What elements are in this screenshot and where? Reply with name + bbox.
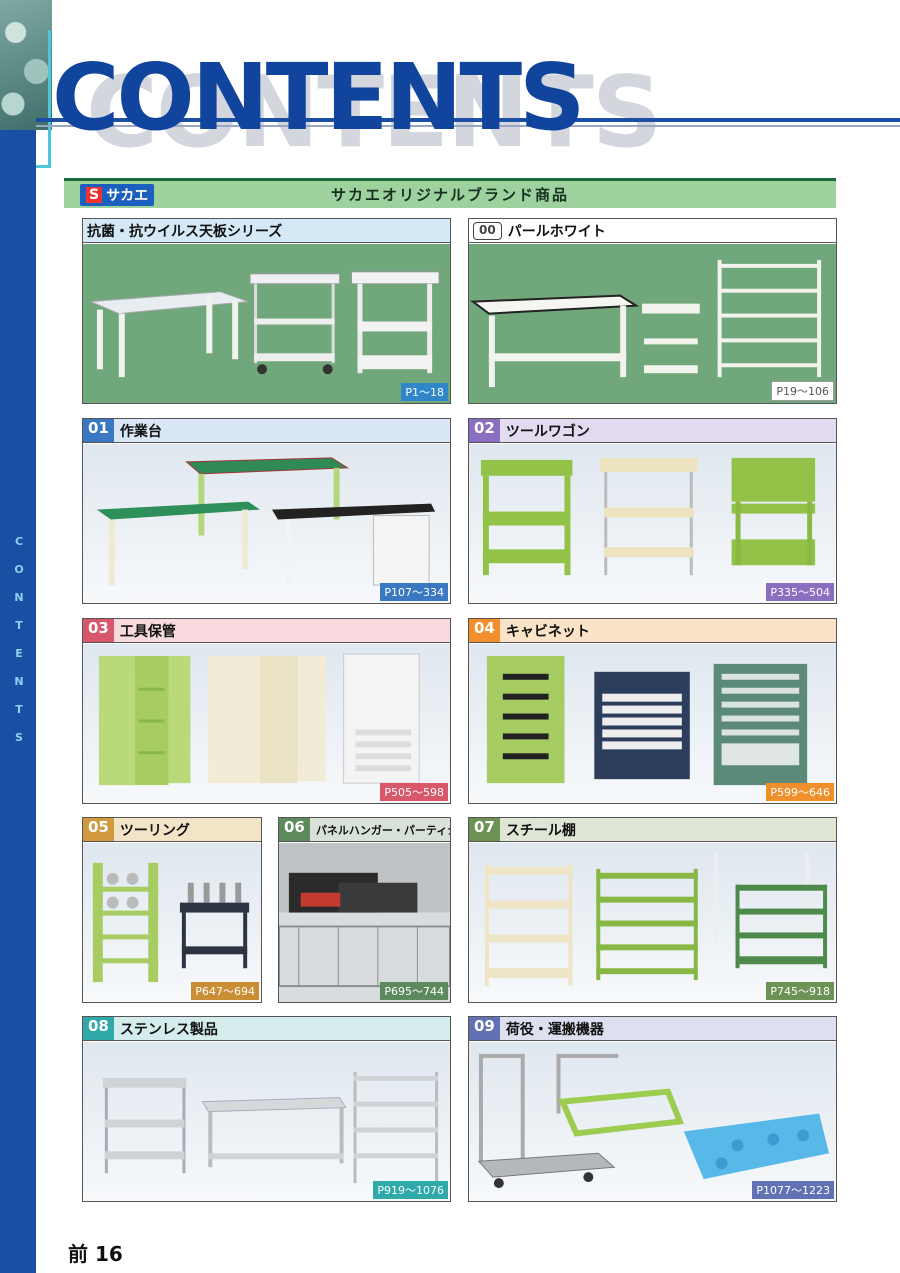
section-pearl-white[interactable]: 00 パールホワイト P19～106 (468, 218, 837, 404)
page-range-badge[interactable]: P745～918 (766, 982, 834, 1000)
header-accent-foot (36, 165, 50, 168)
section-header: 02 ツールワゴン (469, 419, 836, 443)
section-header: 00 パールホワイト (469, 219, 836, 243)
section-image (83, 244, 450, 403)
section-label: ツーリング (119, 822, 190, 839)
section-tool-storage[interactable]: 03 工具保管 P505～598 (82, 618, 451, 804)
section-number: 05 (83, 818, 114, 841)
section-label: スチール棚 (505, 822, 576, 839)
section-header: 05 ツーリング (83, 818, 261, 842)
side-label: CONTENTS (14, 535, 24, 744)
section-label: キャビネット (505, 623, 590, 640)
section-number: 02 (469, 419, 500, 442)
section-header: 03 工具保管 (83, 619, 450, 643)
side-strip: CONTENTS (0, 0, 52, 1273)
brand-title: サカエオリジナルブランド商品 (330, 186, 569, 204)
section-header: 04 キャビネット (469, 619, 836, 643)
page-range-badge[interactable]: P335～504 (766, 583, 834, 601)
section-number: 01 (83, 419, 114, 442)
section-panel-hanger[interactable]: 06 パネルハンガー・パーティション P695～744 (278, 817, 451, 1003)
section-header: 07 スチール棚 (469, 818, 836, 842)
header-rule-thin (36, 125, 900, 127)
section-header: 01 作業台 (83, 419, 450, 443)
section-image (83, 444, 450, 603)
section-label: 荷役・運搬機器 (505, 1021, 604, 1038)
section-label: ステンレス製品 (119, 1021, 218, 1038)
section-image (469, 444, 836, 603)
section-image (469, 843, 836, 1002)
section-image (469, 1042, 836, 1201)
header-rule (36, 118, 900, 122)
page-number: 前 16 (68, 1242, 123, 1266)
section-label: 抗菌・抗ウイルス天板シリーズ (87, 223, 283, 240)
section-header: 06 パネルハンガー・パーティション (279, 818, 450, 842)
brand-logo: S サカエ (80, 183, 155, 206)
section-number: 07 (469, 818, 500, 841)
section-number: 09 (469, 1017, 500, 1040)
section-steel-shelf[interactable]: 07 スチール棚 P745～918 (468, 817, 837, 1003)
section-header: 抗菌・抗ウイルス天板シリーズ (83, 219, 450, 243)
section-number: 08 (83, 1017, 114, 1040)
section-image (83, 843, 261, 1002)
page-title: CONTENTS (52, 44, 585, 151)
page-range-badge[interactable]: P505～598 (380, 783, 448, 801)
page-range-badge[interactable]: P599～646 (766, 783, 834, 801)
section-number: 03 (83, 619, 114, 642)
section-tool-wagon[interactable]: 02 ツールワゴン P335～504 (468, 418, 837, 604)
section-label: ツールワゴン (505, 423, 590, 440)
section-tooling[interactable]: 05 ツーリング P647～694 (82, 817, 262, 1003)
section-number: 04 (469, 619, 500, 642)
page-range-badge[interactable]: P1077～1223 (752, 1181, 834, 1199)
section-label: 作業台 (119, 423, 162, 440)
brand-banner: S サカエ サカエオリジナルブランド商品 (64, 178, 836, 208)
page-range-badge[interactable]: P647～694 (191, 982, 259, 1000)
page-range-badge[interactable]: P107～334 (380, 583, 448, 601)
section-image (83, 644, 450, 803)
section-number: 00 (473, 221, 502, 240)
section-label: パネルハンガー・パーティション (315, 823, 450, 837)
brand-logo-text: サカエ (106, 187, 149, 204)
title-shadow: CONTENTS (86, 56, 662, 170)
page-range-badge[interactable]: P919～1076 (373, 1181, 448, 1199)
section-workbench[interactable]: 01 作業台 P107～334 (82, 418, 451, 604)
page-range-badge[interactable]: P1～18 (401, 383, 448, 401)
section-stainless[interactable]: 08 ステンレス製品 P919～1076 (82, 1016, 451, 1202)
page-range-badge[interactable]: P695～744 (380, 982, 448, 1000)
section-image (83, 1042, 450, 1201)
section-image (469, 644, 836, 803)
section-antibacterial[interactable]: 抗菌・抗ウイルス天板シリーズ P1～18 (82, 218, 451, 404)
section-cabinet[interactable]: 04 キャビネット P599～646 (468, 618, 837, 804)
brand-logo-mark: S (86, 186, 103, 203)
section-material-handling[interactable]: 09 荷役・運搬機器 P1077～1223 (468, 1016, 837, 1202)
section-header: 08 ステンレス製品 (83, 1017, 450, 1041)
section-image (469, 244, 836, 403)
section-label: 工具保管 (119, 623, 176, 640)
section-header: 09 荷役・運搬機器 (469, 1017, 836, 1041)
section-label: パールホワイト (507, 223, 606, 240)
stones-image (0, 0, 52, 130)
section-number: 06 (279, 818, 310, 841)
header-accent (48, 30, 51, 168)
section-image (279, 843, 450, 1002)
page-range-badge[interactable]: P19～106 (771, 381, 834, 401)
